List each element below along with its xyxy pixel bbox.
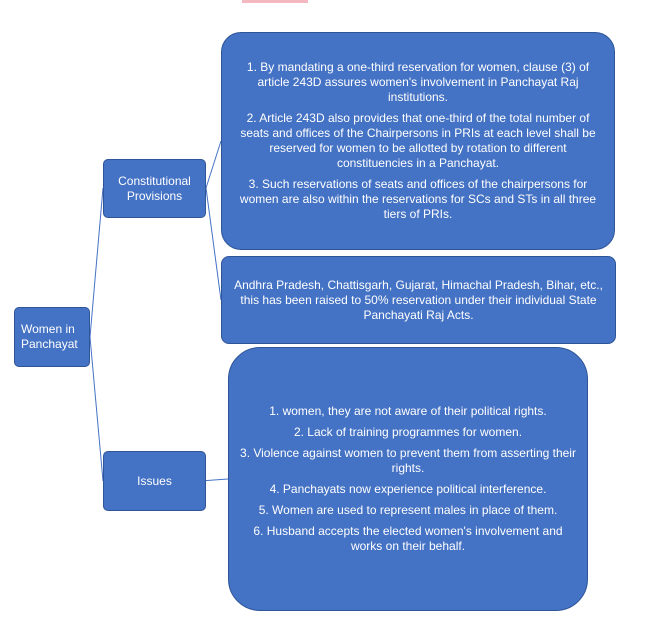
root-node-women-in-panchayat: Women in Panchayat: [14, 307, 90, 367]
states-note: Andhra Pradesh, Chattisgarh, Gujarat, Hi…: [234, 277, 603, 322]
states-reservation-box: Andhra Pradesh, Chattisgarh, Gujarat, Hi…: [221, 256, 616, 344]
top-edge-mark: [242, 0, 308, 3]
issues-box: 1. women, they are not aware of their po…: [228, 347, 588, 611]
constitutional-label: Constitutional Provisions: [118, 173, 191, 203]
issue-point: 5. Women are used to represent males in …: [258, 503, 558, 517]
issue-point: 1. women, they are not aware of their po…: [269, 404, 547, 418]
root-label-line1: Women in: [21, 322, 75, 336]
connector-root-constitutional: [89, 187, 104, 338]
node-issues: Issues: [103, 451, 206, 511]
provision-point: 3. Such reservations of seats and office…: [239, 177, 597, 221]
connector-constitutional-states-box: [205, 187, 222, 301]
provision-point: 1. By mandating a one-third reservation …: [246, 60, 590, 104]
connector-root-issues: [89, 336, 104, 482]
issue-point: 6. Husband accepts the elected women's i…: [253, 524, 563, 553]
issue-point: 4. Panchayats now experience political i…: [269, 482, 547, 496]
root-label-line2: Panchayat: [21, 337, 78, 351]
provision-point: 2. Article 243D also provides that one-t…: [240, 111, 596, 170]
connector-constitutional-provisions-box: [205, 140, 222, 189]
constitutional-provisions-box: 1. By mandating a one-third reservation …: [221, 32, 615, 250]
issues-label: Issues: [137, 473, 172, 488]
node-constitutional-provisions: Constitutional Provisions: [103, 159, 206, 218]
issue-point: 2. Lack of training programmes for women…: [293, 425, 523, 439]
issue-point: 3. Violence against women to prevent the…: [240, 446, 576, 475]
